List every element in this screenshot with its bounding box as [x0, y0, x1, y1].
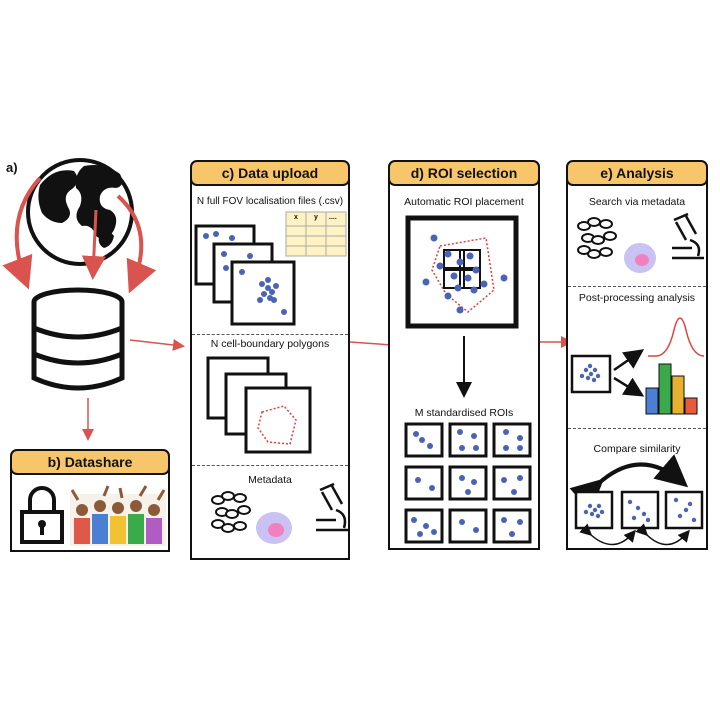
crowd-icon: [70, 485, 166, 546]
table-header-y: y: [314, 214, 318, 221]
cell-icon: [624, 243, 656, 273]
microscope-icon: [316, 482, 348, 532]
microscope-icon: [672, 212, 704, 260]
polygons-label: N cell-boundary polygons: [210, 338, 330, 350]
dna-icon: [211, 491, 251, 533]
datashare-title: b) Datashare: [10, 449, 170, 475]
cell-icon: [256, 512, 292, 544]
database-icon: [31, 287, 125, 391]
globe-icon: [26, 158, 134, 266]
std-roi-label: M standardised ROIs: [414, 407, 514, 419]
roi-selection-title: d) ROI selection: [388, 160, 540, 186]
separator: [192, 334, 348, 335]
csv-table: [285, 211, 347, 257]
compare-label: Compare similarity: [593, 443, 681, 455]
panel-label-a: a): [6, 160, 18, 175]
data-upload-title: c) Data upload: [190, 160, 350, 186]
lock-icon: [20, 486, 64, 544]
search-label: Search via metadata: [588, 196, 686, 208]
metadata-label: Metadata: [248, 474, 292, 486]
analysis-title: e) Analysis: [566, 160, 708, 186]
files-label: N full FOV localisation files (.csv): [196, 196, 344, 207]
auto-roi-label: Automatic ROI placement: [404, 196, 524, 208]
separator: [192, 465, 348, 466]
dna-icon: [577, 217, 617, 259]
separator: [568, 286, 706, 287]
table-header-x: x: [294, 214, 298, 221]
post-processing-label: Post-processing analysis: [578, 292, 696, 304]
separator: [568, 428, 706, 429]
table-header-dots: ....: [329, 214, 337, 221]
